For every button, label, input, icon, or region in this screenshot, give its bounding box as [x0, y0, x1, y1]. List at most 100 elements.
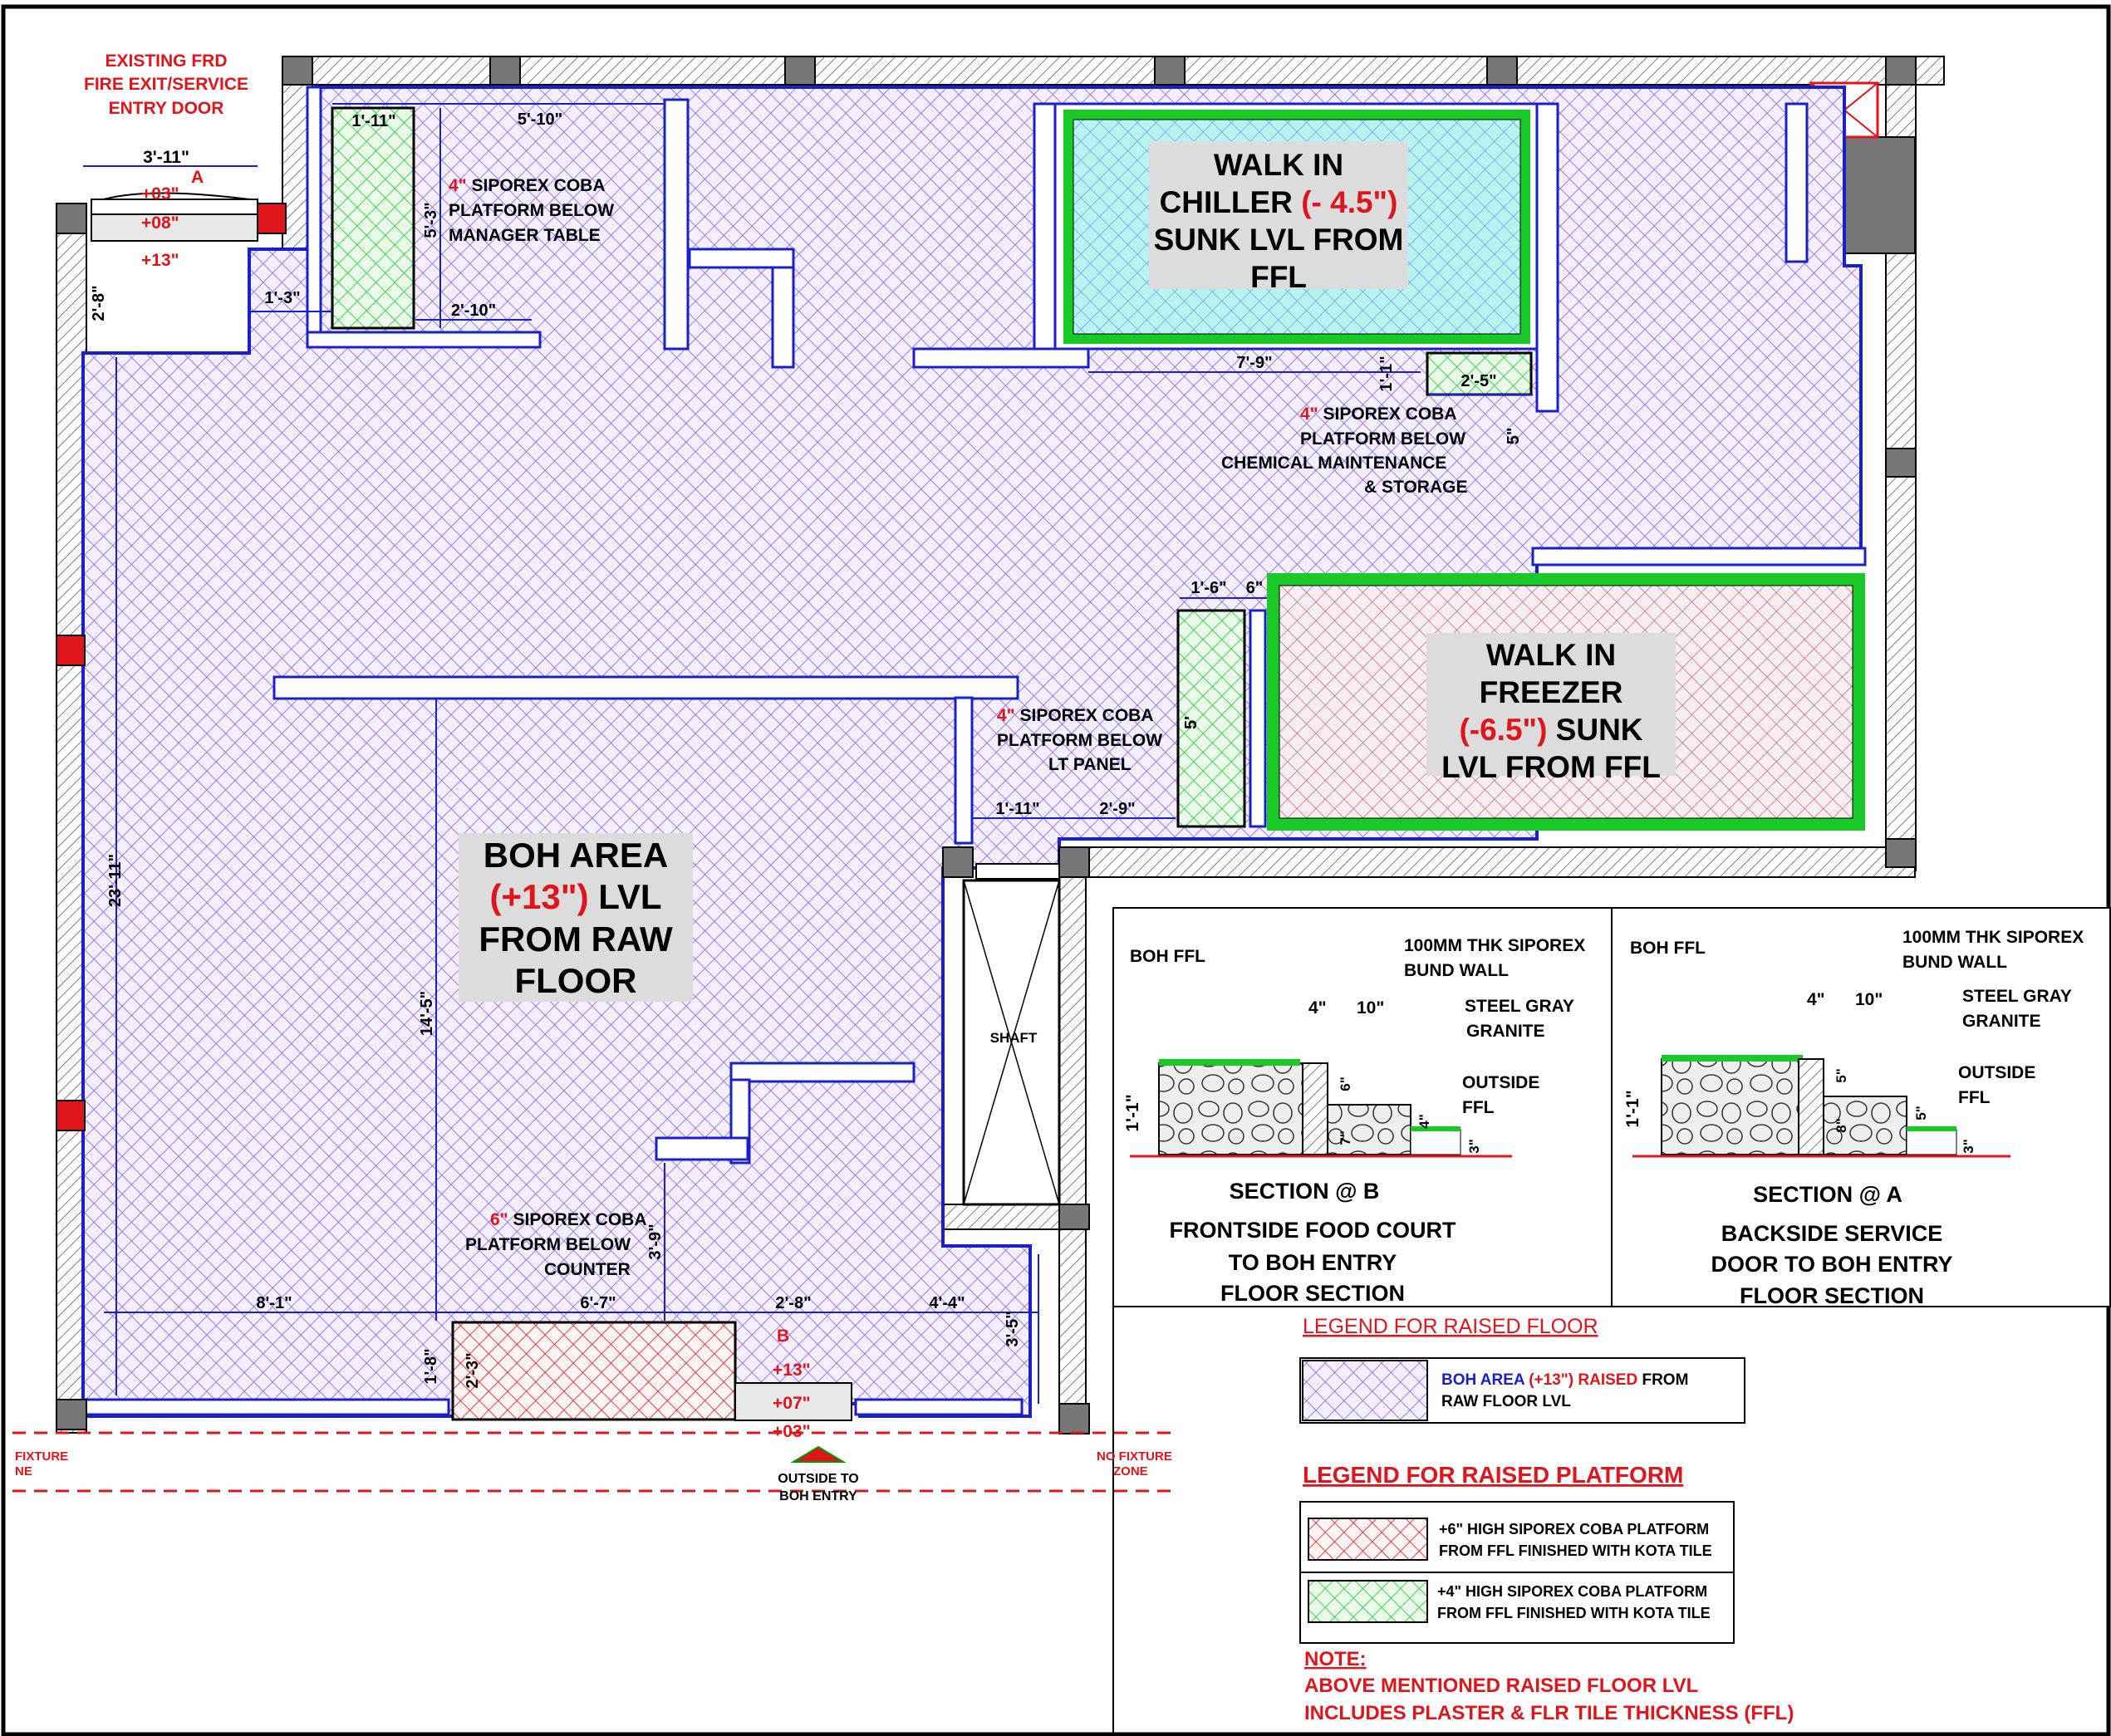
legend-raised-floor-title: LEGEND FOR RAISED FLOOR	[1303, 1315, 1598, 1338]
section-b-title: SECTION @ B	[1230, 1179, 1380, 1204]
no-fixture-left-2: NE	[15, 1464, 32, 1479]
dim-7-9: 7'-9"	[1236, 354, 1272, 372]
fire-door-level-1: +03"	[141, 184, 179, 204]
dim-3-9: 3'-9"	[646, 1224, 665, 1259]
section-b-dim-7: 7"	[1338, 1130, 1353, 1145]
manager-platform-note-3: MANAGER TABLE	[449, 226, 601, 245]
section-b-boh-ffl: BOH FFL	[1130, 947, 1205, 966]
dim-3-11: 3'-11"	[143, 148, 189, 167]
sections-panel	[1112, 907, 2111, 1736]
sheet-border	[1, 4, 2111, 1736]
level-marker-b: B	[777, 1327, 789, 1346]
legend-platform-green-2: FROM FFL FINISHED WITH KOTA TILE	[1437, 1605, 1711, 1621]
lt-panel-platform	[1176, 609, 1246, 828]
section-b-granite-2: GRANITE	[1466, 1022, 1545, 1041]
section-b-sub-2: TO BOH ENTRY	[1229, 1250, 1397, 1275]
no-fixture-right-1: NO FIXTURE	[1097, 1449, 1172, 1464]
lt-platform-note-1: 4" SIPOREX COBA	[997, 706, 1154, 725]
lt-platform-note-3: LT PANEL	[1048, 755, 1132, 774]
section-b-dim-3: 3"	[1466, 1139, 1482, 1154]
chemical-platform-note-3: CHEMICAL MAINTENANCE	[1221, 454, 1446, 473]
boh-entry-step	[734, 1382, 852, 1421]
dim-2-10: 2'-10"	[451, 302, 496, 320]
section-a-dim-5: 5"	[1834, 1068, 1849, 1083]
dim-2-8-bottom: 2'-8"	[775, 1294, 811, 1312]
legend-swatches	[1299, 1357, 1745, 1644]
counter-platform-note-2: PLATFORM BELOW	[465, 1235, 631, 1254]
dim-8-1: 8'-1"	[256, 1294, 292, 1312]
section-a-title: SECTION @ A	[1753, 1182, 1902, 1207]
chemical-platform-note-1: 4" SIPOREX COBA	[1300, 405, 1457, 424]
dim-5-small: 5"	[1505, 428, 1523, 445]
section-a-outside-2: FFL	[1958, 1088, 1991, 1107]
boh-entry-level-3: +03"	[773, 1422, 811, 1441]
dim-1-11-top: 1'-11"	[351, 112, 395, 130]
section-a-outside-1: OUTSIDE	[1958, 1063, 2035, 1082]
section-a-granite-1: STEEL GRAY	[1962, 987, 2072, 1006]
fire-exit-note-3: ENTRY DOOR	[109, 99, 224, 118]
dim-2-9: 2'-9"	[1099, 800, 1135, 818]
no-fixture-boundary	[12, 1431, 1171, 1493]
legend-platform-title: LEGEND FOR RAISED PLATFORM	[1303, 1462, 1683, 1488]
manager-platform	[331, 106, 415, 330]
counter-platform-note-3: COUNTER	[544, 1260, 631, 1279]
section-b-dim-10: 10"	[1357, 998, 1384, 1018]
section-a-sub-2: DOOR TO BOH ENTRY	[1711, 1252, 1952, 1277]
red-columns	[56, 203, 287, 1131]
boh-entry-level-1: +13"	[773, 1361, 811, 1380]
chemical-platform-note-4: & STORAGE	[1364, 478, 1467, 497]
shaft-grille	[975, 863, 1060, 880]
manager-platform-note-1: 4" SIPOREX COBA	[449, 176, 606, 195]
fire-exit-door	[91, 192, 258, 215]
dim-14-5: 14'-5"	[418, 991, 436, 1036]
section-b-dim-4: 4"	[1308, 998, 1327, 1018]
no-fixture-left-1: FIXTURE	[15, 1449, 68, 1464]
outside-entry-note-2: BOH ENTRY	[779, 1489, 857, 1503]
section-a-sub-1: BACKSIDE SERVICE	[1721, 1221, 1943, 1246]
dim-1-3: 1'-3"	[264, 289, 300, 307]
freezer-label: WALK IN FREEZER (-6.5") SUNK LVL FROM FF…	[1426, 633, 1676, 784]
columns	[56, 56, 1917, 1434]
boh-area-label: BOH AREA (+13") LVL FROM RAW FLOOR	[459, 833, 693, 1002]
entry-arrow-icon	[790, 1445, 847, 1463]
section-b-wall-2: BUND WALL	[1404, 961, 1509, 980]
level-marker-a: A	[191, 168, 204, 187]
fire-door-level-2: +08"	[141, 213, 179, 233]
section-b-wall-1: 100MM THK SIPOREX	[1404, 936, 1585, 955]
legend-platform-red-2: FROM FFL FINISHED WITH KOTA TILE	[1439, 1542, 1712, 1559]
dim-2-8-left: 2'-8"	[90, 285, 108, 321]
no-fixture-right-2: ZONE	[1113, 1464, 1148, 1479]
chemical-platform-note-2: PLATFORM BELOW	[1300, 429, 1465, 449]
dim-5-3: 5'-3"	[422, 202, 440, 238]
counter-platform-note-1: 6" SIPOREX COBA	[490, 1210, 647, 1229]
outside-entry-note-1: OUTSIDE TO	[778, 1472, 859, 1486]
legend-platform-green-1: +4" HIGH SIPOREX COBA PLATFORM	[1437, 1583, 1707, 1600]
dim-1-8: 1'-8"	[422, 1348, 440, 1384]
section-a-dim-5b: 5"	[1913, 1106, 1929, 1121]
section-b-dim-6: 6"	[1338, 1076, 1353, 1091]
dim-6-7: 6'-7"	[580, 1294, 616, 1312]
section-a-granite-2: GRANITE	[1962, 1012, 2041, 1031]
lt-platform-note-2: PLATFORM BELOW	[997, 731, 1162, 750]
boh-entry-level-2: +07"	[773, 1394, 811, 1413]
shaft-label: SHAFT	[990, 1030, 1038, 1046]
dim-4-4: 4'-4"	[929, 1294, 965, 1312]
manager-platform-note-2: PLATFORM BELOW	[449, 201, 614, 220]
section-b-granite-1: STEEL GRAY	[1465, 997, 1574, 1016]
chiller-label: WALK IN CHILLER (- 4.5") SUNK LVL FROM F…	[1149, 141, 1408, 294]
note-line-2: INCLUDES PLASTER & FLR TILE THICKNESS (F…	[1304, 1702, 1794, 1724]
dimension-lines	[83, 103, 1533, 1404]
dim-6-in: 6"	[1246, 579, 1264, 597]
section-a-boh-ffl: BOH FFL	[1630, 939, 1706, 958]
section-b-sub-3: FLOOR SECTION	[1220, 1281, 1405, 1306]
section-a-wall-2: BUND WALL	[1902, 953, 2007, 972]
dim-1-6: 1'-6"	[1191, 579, 1226, 597]
section-a-sub-3: FLOOR SECTION	[1740, 1283, 1924, 1308]
dim-1-11-mid: 1'-11"	[995, 800, 1039, 818]
section-a-wall-1: 100MM THK SIPOREX	[1902, 928, 2084, 947]
section-a-dim-10: 10"	[1855, 990, 1883, 1009]
legend-platform-red-1: +6" HIGH SIPOREX COBA PLATFORM	[1439, 1521, 1709, 1537]
section-b-dim-4b: 4"	[1416, 1114, 1432, 1129]
section-a-dim-8: 8"	[1834, 1118, 1849, 1133]
